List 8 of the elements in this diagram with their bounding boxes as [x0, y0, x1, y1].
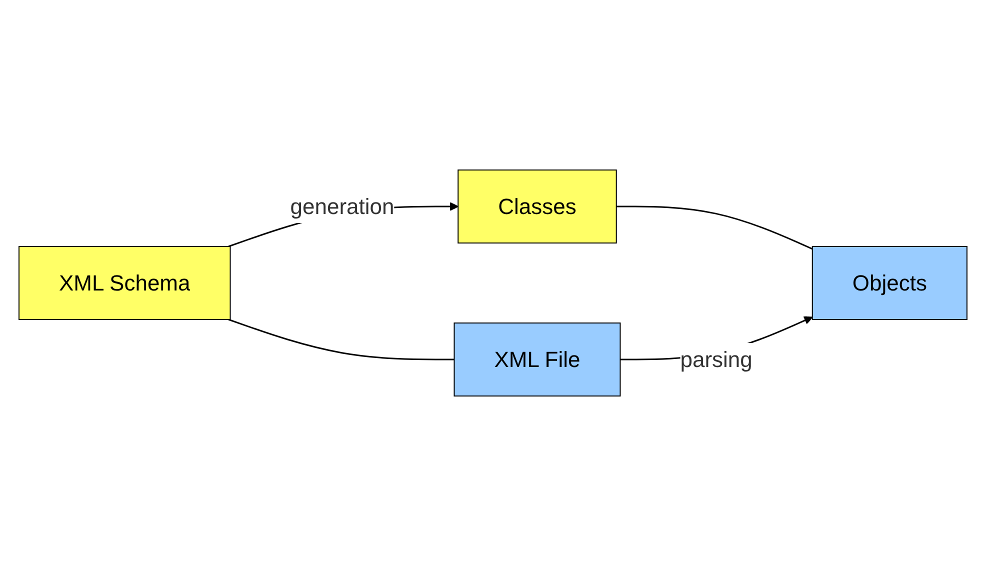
node-box: Classes	[457, 170, 616, 244]
edge-label: generation	[290, 194, 394, 219]
node-box: Objects	[811, 246, 967, 320]
connector	[616, 206, 812, 250]
node-box: XML File	[453, 322, 620, 396]
edge-label: parsing	[680, 347, 752, 372]
connector	[228, 318, 454, 360]
node-box: XML Schema	[18, 246, 230, 320]
